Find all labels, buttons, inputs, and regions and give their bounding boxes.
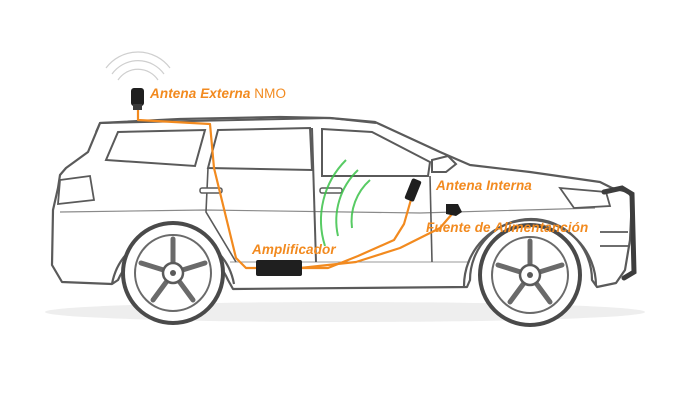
amplifier-device: [256, 260, 302, 276]
internal-antenna-device: [404, 178, 422, 202]
headlight: [558, 186, 612, 209]
side-mirror: [431, 154, 458, 173]
internal-antenna-label: Antena Interna: [436, 178, 532, 193]
external-antenna-signal-waves: [105, 51, 171, 81]
rear-door-edge: [205, 167, 237, 263]
power-cable: [299, 213, 453, 270]
front-wheel-arch: [462, 218, 598, 287]
front-wheel: [478, 223, 582, 327]
front-door-handle: [319, 187, 343, 194]
power-supply-label: Fuente de Alimentanción: [426, 220, 589, 235]
body-crease: [59, 207, 596, 214]
b-pillar: [311, 127, 317, 263]
front-door-window: [321, 127, 432, 177]
external-antenna-text: Antena Externa: [150, 86, 251, 101]
rear-wheel: [121, 221, 225, 325]
rear-door-window: [206, 126, 314, 172]
external-antenna-suffix: NMO: [254, 86, 287, 101]
front-door-edge: [429, 175, 433, 263]
tail-light: [57, 174, 96, 206]
antenna-cable: [136, 104, 414, 270]
internal-antenna-signal-waves: [320, 159, 371, 247]
amplifier-label: Amplificador: [252, 242, 336, 257]
external-antenna-device: [131, 88, 144, 110]
bumper-grille: [600, 231, 628, 247]
external-antenna-label: Antena Externa NMO: [150, 86, 286, 101]
rear-door-handle: [199, 187, 223, 194]
bull-bar: [601, 185, 637, 281]
power-supply-plug: [446, 204, 462, 216]
rear-quarter-window: [104, 128, 207, 168]
roof-rail: [95, 116, 377, 133]
